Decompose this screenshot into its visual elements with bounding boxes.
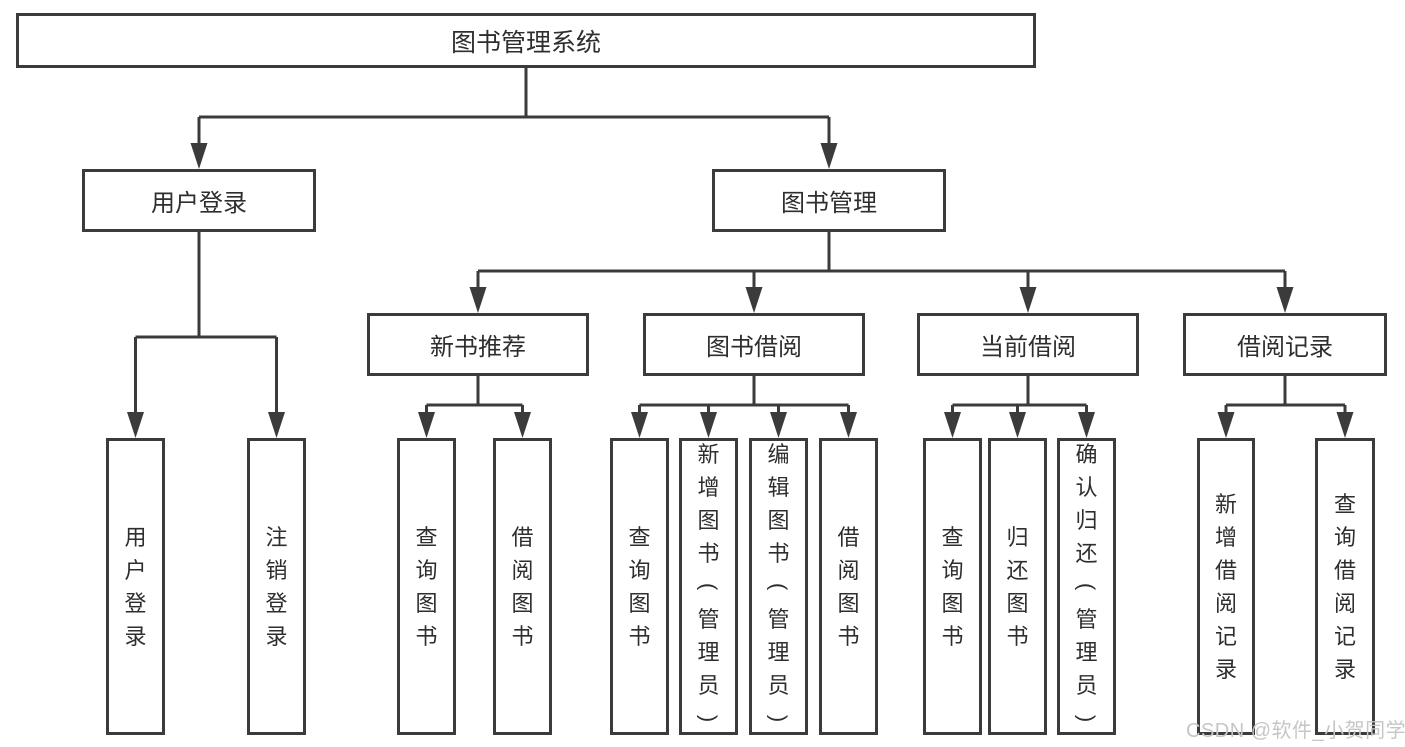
leaf-label: 查询借阅记录 <box>1333 491 1356 682</box>
leaf-label: 新增借阅记录 <box>1214 491 1237 682</box>
node-label: 图书管理系统 <box>450 28 601 57</box>
leaf-label: 归还图书 <box>1006 524 1029 649</box>
leaf-label: 编辑图书(管理员) <box>766 442 791 723</box>
leaf-label: 查询图书 <box>415 524 438 649</box>
leaf-confirm-return-admin: 确认归还(管理员) <box>1057 438 1116 735</box>
leaf-borrow-books-borrowing: 借阅图书 <box>819 438 878 735</box>
leaf-query-books-current: 查询图书 <box>923 438 982 735</box>
leaf-logout-login: 注销登录 <box>247 438 306 735</box>
leaf-add-books-admin: 新增图书(管理员) <box>679 438 738 735</box>
leaf-label: 借阅图书 <box>837 524 860 649</box>
node-book-management: 图书管理 <box>712 169 946 232</box>
node-label: 新书推荐 <box>430 334 526 361</box>
leaf-label: 查询图书 <box>628 524 651 649</box>
leaf-query-books-borrowing: 查询图书 <box>610 438 669 735</box>
node-current-borrowing: 当前借阅 <box>917 313 1139 376</box>
node-new-book-recommendation: 新书推荐 <box>367 313 589 376</box>
leaf-label: 确认归还(管理员) <box>1074 442 1099 723</box>
leaf-label: 用户登录 <box>124 524 147 649</box>
node-label: 当前借阅 <box>980 334 1076 361</box>
leaf-add-borrowing-record: 新增借阅记录 <box>1197 438 1255 735</box>
leaf-label: 新增图书(管理员) <box>696 442 721 723</box>
leaf-label: 借阅图书 <box>511 524 534 649</box>
leaf-label: 查询图书 <box>941 524 964 649</box>
leaf-return-books: 归还图书 <box>988 438 1047 735</box>
node-book-borrowing: 图书借阅 <box>643 313 865 376</box>
node-borrowing-records: 借阅记录 <box>1183 313 1387 376</box>
node-label: 借阅记录 <box>1237 334 1333 361</box>
leaf-edit-books-admin: 编辑图书(管理员) <box>749 438 808 735</box>
leaf-borrow-books-recommend: 借阅图书 <box>493 438 552 735</box>
node-library-management-system: 图书管理系统 <box>16 13 1036 68</box>
leaf-query-books-recommend: 查询图书 <box>397 438 456 735</box>
node-label: 图书借阅 <box>706 334 802 361</box>
node-label: 图书管理 <box>781 190 877 217</box>
watermark: CSDN @软件_小贺同学 <box>1186 720 1405 742</box>
node-label: 用户登录 <box>151 190 247 217</box>
leaf-label: 注销登录 <box>265 524 288 649</box>
leaf-query-borrowing-record: 查询借阅记录 <box>1315 438 1375 735</box>
leaf-user-login: 用户登录 <box>106 438 165 735</box>
node-user-login: 用户登录 <box>82 169 316 232</box>
